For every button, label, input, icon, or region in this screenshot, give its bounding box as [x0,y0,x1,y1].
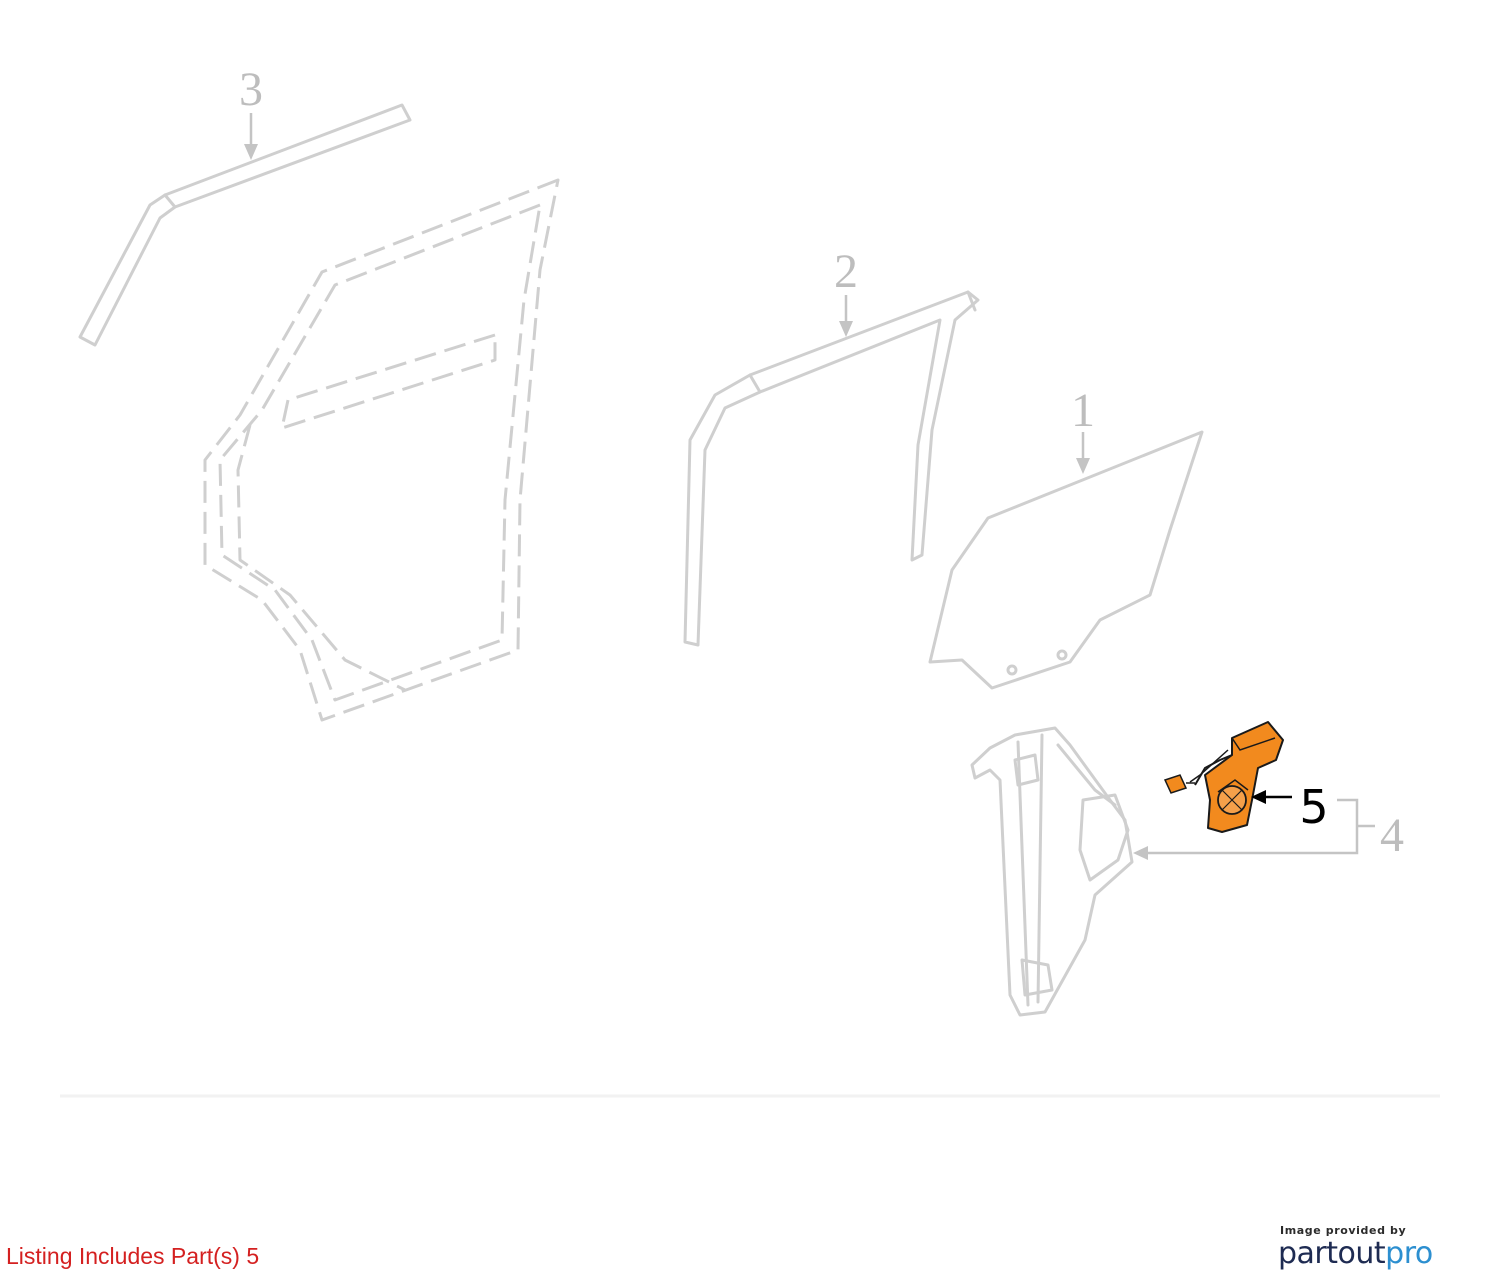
door-shell-outline [203,178,560,722]
callout-4-number: 4 [1380,809,1404,862]
partoutpro-logo: partoutpro [1278,1237,1468,1271]
callout-4: 4 [1133,798,1404,862]
callout-2: 2 [834,245,858,337]
callout-1: 1 [1071,384,1095,474]
callout-3-number: 3 [239,63,263,116]
part-2-run-channel [683,290,980,647]
part-4-window-regulator [970,726,1134,1017]
callout-1-number: 1 [1071,384,1095,437]
callout-5-number: 5 [1299,780,1328,834]
part-1-door-glass [928,430,1204,690]
brand-caption: Image provided by [1280,1224,1407,1237]
listing-note: Listing Includes Part(s) 5 [6,1243,260,1269]
callout-2-number: 2 [834,245,858,298]
logo-part-1: partout [1278,1236,1386,1271]
brand-credit: Image provided by partoutpro [1278,1224,1468,1271]
callout-5: 5 [1251,780,1329,834]
callout-3: 3 [239,63,263,160]
part-5-window-motor [1163,721,1284,833]
part-3-belt-molding [78,103,412,347]
logo-part-2: pro [1385,1236,1433,1271]
